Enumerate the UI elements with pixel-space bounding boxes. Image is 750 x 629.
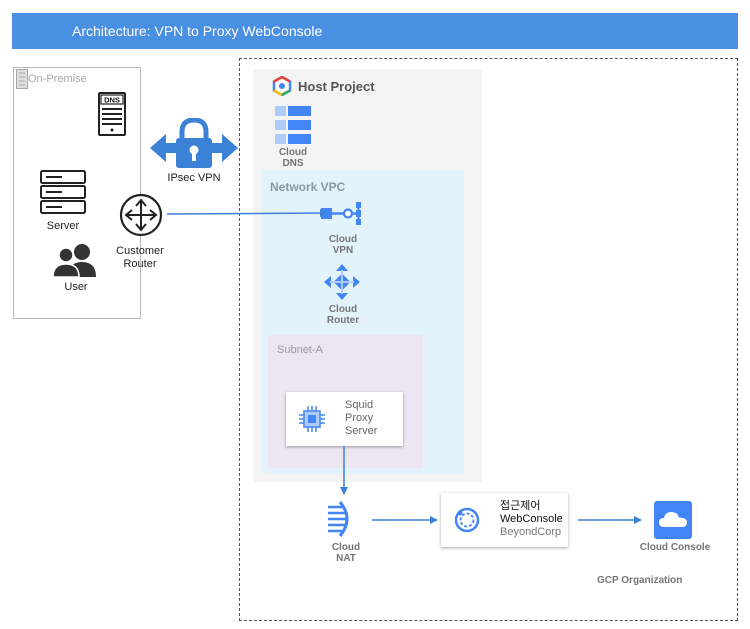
customer-router-label-1: Customer: [116, 245, 164, 257]
server-icon: [40, 170, 86, 214]
beyondcorp-label: BeyondCorp: [500, 526, 562, 538]
cloud-dns-label-1: Cloud: [278, 147, 308, 158]
subnet-a-title: Subnet-A: [277, 344, 323, 356]
user-icon: [52, 244, 96, 277]
dns-badge-text: DNS: [104, 96, 120, 105]
customer-router-label-2: Router: [123, 258, 157, 270]
network-vpc-title: Network VPC: [270, 180, 346, 194]
access-control-title: 접근제어: [500, 500, 541, 512]
cloud-nat-icon: [328, 501, 349, 537]
gcp-organization-zone: [239, 58, 738, 621]
google-cloud-logo-icon: [272, 76, 292, 96]
title-bar: Architecture: VPN to Proxy WebConsole: [12, 13, 738, 49]
proxy-label-1: Squid: [345, 399, 374, 411]
on-premise-label: On-Premise: [28, 73, 87, 85]
beyondcorp-icon: [454, 507, 480, 533]
ipsec-vpn-label: IPsec VPN: [167, 172, 221, 184]
cloud-router-label-2: Router: [326, 315, 360, 326]
cloud-dns-icon: [275, 106, 311, 144]
host-project-title: Host Project: [298, 79, 375, 94]
proxy-label-3: Server: [345, 425, 378, 437]
gcp-organization-label: GCP Organization: [597, 575, 683, 586]
beyondcorp-card: 접근제어 WebConsole BeyondCorp: [441, 493, 568, 547]
user-label: User: [64, 281, 88, 293]
router-to-vpn-connector: [166, 209, 328, 218]
compute-engine-icon: [299, 406, 325, 432]
cloud-nat-label-2: NAT: [336, 553, 356, 564]
customer-router-icon: [119, 193, 163, 237]
cloud-vpn-label-2: VPN: [332, 245, 354, 256]
webconsole-label: WebConsole: [500, 513, 563, 525]
cloud-dns-label-2: DNS: [282, 158, 304, 169]
squid-proxy-card: Squid Proxy Server: [286, 392, 403, 446]
cloud-router-icon: [324, 264, 360, 300]
page-title: Architecture: VPN to Proxy WebConsole: [72, 23, 323, 39]
cloud-vpn-label-1: Cloud: [328, 234, 358, 245]
dns-server-icon: DNS: [98, 92, 126, 136]
cloud-router-label-1: Cloud: [328, 304, 358, 315]
building-icon: [16, 69, 28, 89]
server-label: Server: [46, 220, 80, 232]
ipsec-lock-icon: [150, 118, 238, 168]
cloud-console-icon: [654, 501, 692, 539]
cloud-console-label: Cloud Console: [639, 542, 711, 553]
proxy-label-2: Proxy: [345, 412, 374, 424]
cloud-nat-label-1: Cloud: [331, 542, 361, 553]
